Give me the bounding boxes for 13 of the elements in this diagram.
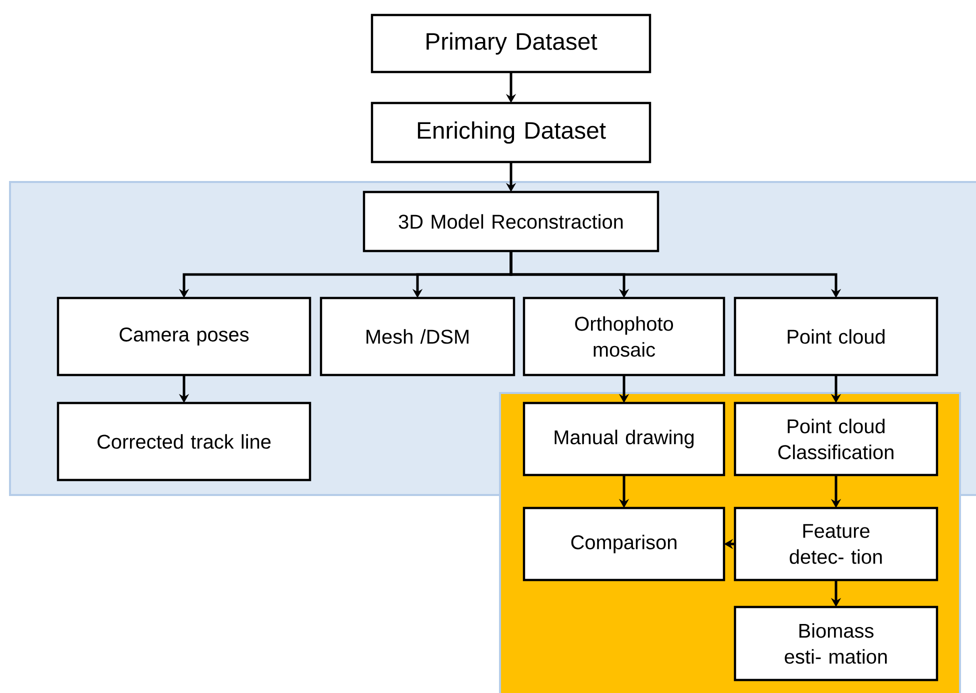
process-box: Point cloud Classification — [734, 402, 938, 476]
process-box: Primary Dataset — [370, 14, 652, 74]
process-box: 3D Model Reconstraction — [362, 190, 660, 252]
process-box: Biomass esti- mation — [734, 606, 938, 682]
process-box: Camera poses — [56, 296, 312, 376]
process-box: Comparison — [522, 506, 726, 582]
process-box: Manual drawing — [522, 402, 726, 476]
process-box: Point cloud — [734, 296, 938, 376]
process-box: Enriching Dataset — [370, 102, 652, 164]
process-box: Orthophoto mosaic — [522, 296, 726, 376]
process-box: Feature detec- tion — [734, 506, 938, 582]
process-box: Corrected track line — [56, 402, 312, 482]
process-box: Mesh /DSM — [320, 296, 516, 376]
